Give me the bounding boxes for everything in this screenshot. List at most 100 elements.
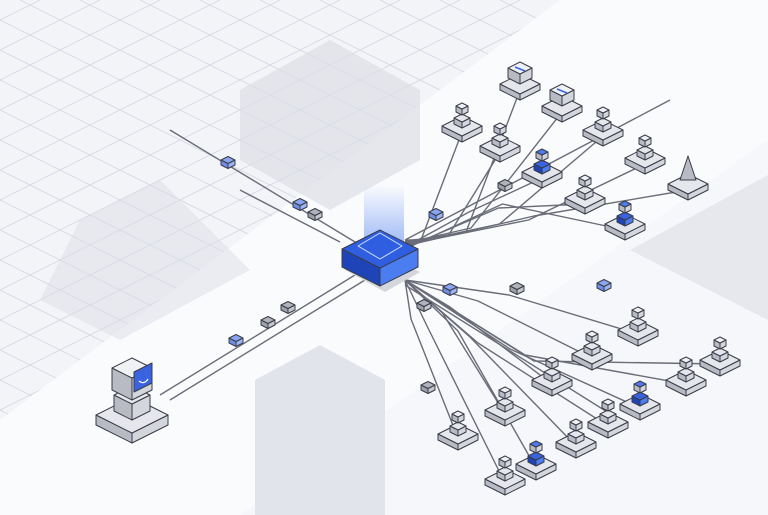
figure-head-top-face bbox=[596, 106, 610, 114]
figure-body bbox=[594, 117, 612, 133]
node-robot-head bbox=[555, 418, 597, 459]
data-packet-gray-top-face bbox=[420, 381, 436, 389]
figure-body-top-face bbox=[527, 451, 545, 461]
data-packet-gray bbox=[260, 316, 276, 329]
node-robot-head bbox=[515, 440, 557, 481]
grid-line bbox=[0, 0, 221, 111]
node-robot-head bbox=[531, 356, 573, 397]
data-packet-gray bbox=[509, 282, 525, 295]
figure-head bbox=[545, 356, 559, 370]
node-chat-monitor bbox=[541, 83, 583, 123]
figure-body-top-face bbox=[576, 185, 594, 195]
figure-head-top-face bbox=[633, 380, 647, 388]
smile-icon bbox=[138, 378, 149, 384]
figure-head-top-face bbox=[638, 134, 652, 142]
figure-body bbox=[527, 451, 545, 467]
node-connector bbox=[404, 279, 459, 439]
figure-body bbox=[496, 466, 514, 482]
figure-body-top-face bbox=[449, 421, 467, 431]
figure-body bbox=[599, 409, 617, 425]
figure-head-top-face bbox=[451, 410, 465, 418]
node-robot-head bbox=[617, 306, 659, 347]
central-hub bbox=[341, 229, 419, 287]
figure-body-top-face bbox=[491, 133, 509, 143]
figure-head-top-face bbox=[493, 122, 507, 130]
figure-body bbox=[496, 397, 514, 413]
node-connector bbox=[404, 189, 689, 247]
data-packet-blue-top-face bbox=[220, 156, 236, 164]
figure-head bbox=[578, 174, 592, 188]
node-chat-monitor bbox=[499, 61, 541, 101]
node-connector bbox=[404, 279, 641, 409]
shadow-block bbox=[40, 180, 250, 340]
figure-body bbox=[616, 211, 634, 227]
node-blue-avatar bbox=[521, 148, 563, 189]
figure-head bbox=[638, 134, 652, 148]
chat-icon bbox=[556, 88, 568, 94]
figure-body bbox=[677, 367, 695, 383]
node-connector bbox=[404, 279, 721, 365]
figure-head-top-face bbox=[631, 306, 645, 314]
node-connector bbox=[404, 177, 543, 248]
node-robot-head bbox=[665, 356, 707, 397]
figure-head bbox=[493, 122, 507, 136]
node-robot-head bbox=[564, 174, 606, 215]
figure-head bbox=[713, 336, 727, 350]
data-packet-gray bbox=[416, 299, 432, 312]
data-packet-blue bbox=[228, 334, 244, 347]
figure-body-top-face bbox=[567, 429, 585, 439]
figure-body-top-face bbox=[583, 341, 601, 351]
figure-body-top-face bbox=[616, 211, 634, 221]
data-packet-gray bbox=[307, 208, 323, 221]
grid-line bbox=[0, 0, 281, 141]
data-packet-blue bbox=[442, 283, 458, 296]
node-robot-head bbox=[571, 330, 613, 371]
figure-head bbox=[631, 306, 645, 320]
figure-body bbox=[533, 159, 551, 175]
figure-body-top-face bbox=[496, 397, 514, 407]
figure-head bbox=[498, 455, 512, 469]
data-packet-gray bbox=[497, 179, 513, 192]
grid-line bbox=[0, 0, 341, 171]
node-blue-avatar bbox=[604, 200, 646, 241]
figure-body bbox=[711, 347, 729, 363]
figure-head-top-face bbox=[455, 102, 469, 110]
figure-head-top-face bbox=[679, 356, 693, 364]
data-packet-blue bbox=[292, 198, 308, 211]
data-packet-blue-top-face bbox=[596, 279, 612, 287]
figure-body-top-face bbox=[629, 317, 647, 327]
figure-head-top-face bbox=[569, 418, 583, 426]
data-packet-gray bbox=[420, 381, 436, 394]
figure-body bbox=[543, 367, 561, 383]
data-packet-blue-top-face bbox=[292, 198, 308, 206]
node-robot-head bbox=[441, 102, 483, 143]
monitor-screen-top-face bbox=[549, 83, 575, 97]
figure-head bbox=[529, 440, 543, 454]
grid-line bbox=[0, 0, 401, 201]
node-pedestal bbox=[667, 173, 709, 201]
figure-body-top-face bbox=[594, 117, 612, 127]
node-robot-head bbox=[479, 122, 521, 163]
data-packets bbox=[220, 156, 612, 394]
cone-icon bbox=[679, 155, 697, 181]
figure-head-top-face bbox=[498, 455, 512, 463]
data-packet-gray-top-face bbox=[416, 299, 432, 307]
node-robot-head bbox=[619, 380, 661, 421]
outbound-connector bbox=[404, 284, 621, 421]
data-packet-blue-top-face bbox=[442, 283, 458, 291]
figure-head-top-face bbox=[618, 200, 632, 208]
figure-head-top-face bbox=[601, 398, 615, 406]
figure-head-top-face bbox=[585, 330, 599, 338]
figure-body bbox=[631, 391, 649, 407]
figure-body-top-face bbox=[543, 367, 561, 377]
monitor-screen bbox=[507, 61, 533, 85]
figure-head-top-face bbox=[529, 440, 543, 448]
data-packet-gray bbox=[280, 301, 296, 314]
inbound-connector bbox=[239, 189, 341, 243]
figure-body bbox=[583, 341, 601, 357]
client-connector bbox=[169, 279, 366, 401]
node-robot-head bbox=[699, 336, 741, 377]
figure-body bbox=[491, 133, 509, 149]
